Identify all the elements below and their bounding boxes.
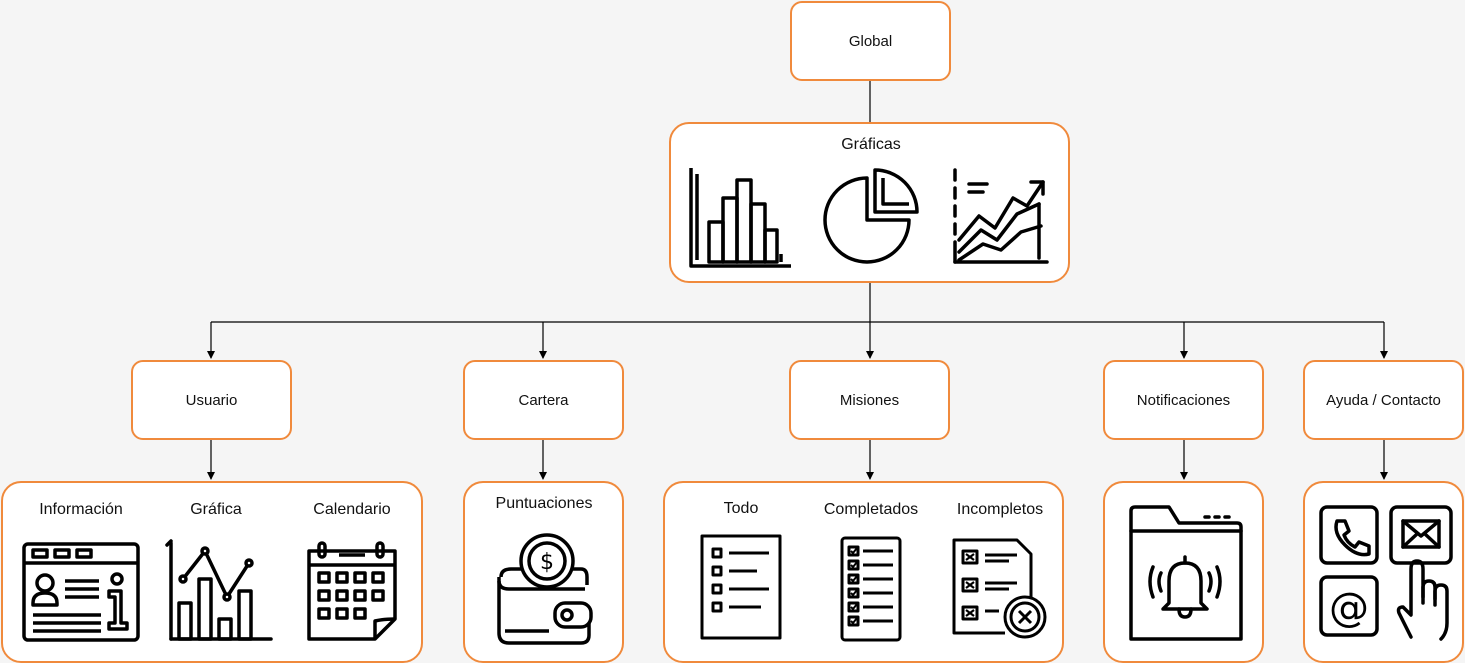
ayuda-contacto-panel: @ xyxy=(1303,481,1464,663)
ayuda-contacto-node: Ayuda / Contacto xyxy=(1303,360,1464,440)
global-label: Global xyxy=(848,32,893,50)
trend-lines-chart-icon xyxy=(953,168,1049,264)
svg-text:$: $ xyxy=(540,550,554,575)
notificaciones-label: Notificaciones xyxy=(1136,391,1231,409)
ayuda-contacto-label: Ayuda / Contacto xyxy=(1326,391,1441,409)
cartera-panel: Puntuaciones $ xyxy=(463,481,624,663)
usuario-node: Usuario xyxy=(131,360,292,440)
notification-bell-window-icon xyxy=(1129,505,1243,641)
charts-panel-title: Gráficas xyxy=(841,136,901,153)
misiones-node: Misiones xyxy=(789,360,950,440)
line-bar-chart-icon xyxy=(165,539,273,641)
calendario-caption: Calendario xyxy=(313,501,391,518)
completados-caption: Completados xyxy=(823,501,919,518)
user-info-card-icon xyxy=(22,542,140,642)
incompletos-caption: Incompletos xyxy=(956,501,1044,518)
misiones-label: Misiones xyxy=(839,391,900,409)
usuario-label: Usuario xyxy=(185,391,238,409)
puntuaciones-caption: Puntuaciones xyxy=(495,495,593,512)
contact-options-icon: @ xyxy=(1319,505,1453,641)
usuario-panel: Información Gráfica Calendario xyxy=(1,481,423,663)
wallet-coin-icon: $ xyxy=(497,533,593,645)
bar-histogram-icon xyxy=(689,168,791,268)
calendar-icon xyxy=(307,541,397,641)
misiones-panel: Todo Completados Incompletos xyxy=(663,481,1064,663)
todo-caption: Todo xyxy=(723,500,759,517)
informacion-caption: Información xyxy=(39,501,123,518)
grafica-caption: Gráfica xyxy=(190,501,242,518)
charts-panel: Gráficas xyxy=(669,122,1070,283)
cartera-node: Cartera xyxy=(463,360,624,440)
notificaciones-node: Notificaciones xyxy=(1103,360,1264,440)
notificaciones-panel xyxy=(1103,481,1264,663)
rejected-list-icon xyxy=(952,538,1047,639)
checked-list-icon xyxy=(840,536,902,642)
pie-chart-icon xyxy=(823,168,919,264)
cartera-label: Cartera xyxy=(518,391,569,409)
checklist-icon xyxy=(700,534,782,640)
svg-text:@: @ xyxy=(1329,585,1369,631)
global-node: Global xyxy=(790,1,951,81)
